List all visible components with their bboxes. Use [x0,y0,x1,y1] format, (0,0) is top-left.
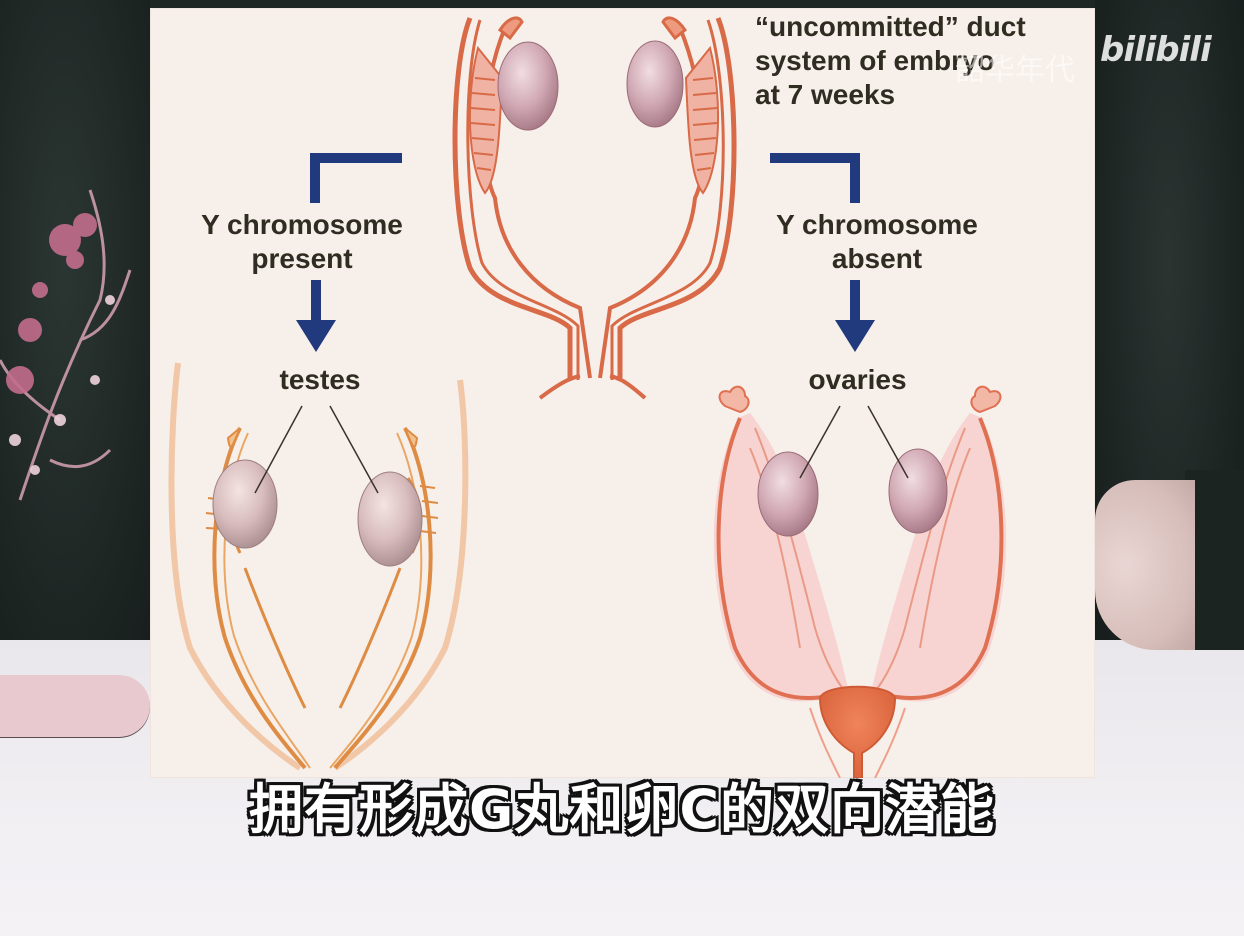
testis-right [357,471,423,567]
testes-label: testes [279,364,361,395]
background-arm [1095,480,1195,650]
background-top-strip [150,0,1095,8]
y-present-line-1: Y chromosome [201,209,403,240]
female-duct-system [713,385,1007,778]
y-present-line-2: present [251,243,353,274]
arrow-left-path [310,153,402,203]
ovary-right [888,448,948,534]
ovaries-pointer-right [867,405,909,479]
mesonephros-left [468,45,504,195]
testes-pointer-right [329,405,379,494]
y-absent-label: Y chromosome absent [742,208,1012,276]
ovaries-pointer-left [799,405,841,479]
mesonephros-right [684,45,720,195]
y-absent-line-1: Y chromosome [776,209,978,240]
testis-left [212,459,278,549]
y-absent-line-2: absent [831,243,923,274]
background-person-left [0,0,160,660]
ovaries-label: ovaries [808,364,907,395]
diagram-slide: “uncommitted” duct system of embryo at 7… [150,8,1095,778]
arrow-right-down [835,280,875,352]
embryo-duct-diagram [168,16,1007,778]
testes-pointer-left [254,405,303,494]
top-label-line-3: at 7 weeks [755,79,896,110]
gonad-right-undifferentiated [626,40,684,128]
background-pink-pad [0,675,150,737]
gonad-left-undifferentiated [497,41,559,131]
bilibili-logo: bilibili [1100,30,1212,70]
y-present-label: Y chromosome present [172,208,432,276]
arrow-left-down [296,280,336,352]
ovary-left [757,451,819,537]
top-label: “uncommitted” duct system of embryo at 7… [755,10,1026,112]
video-subtitle: 拥有形成G丸和卵C的双向潜能 [249,778,995,841]
top-label-line-2: system of embryo [755,45,995,76]
channel-watermark: 韶华年代 [955,53,1075,88]
top-label-line-1: “uncommitted” duct [755,11,1026,42]
arrow-right-path [770,153,860,203]
male-duct-system [168,362,469,771]
